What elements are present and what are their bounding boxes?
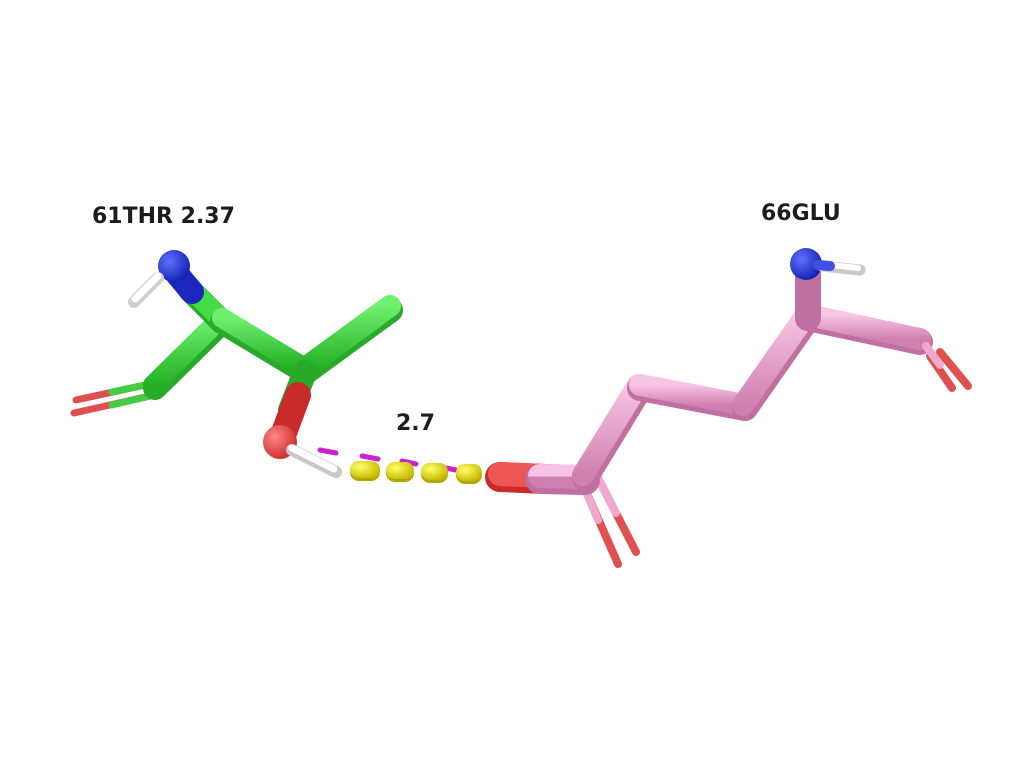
residue-label-glu66: 66GLU — [761, 201, 841, 226]
glu66-backbone-carbonyl — [922, 342, 972, 392]
hbond-yellow-dashes — [350, 461, 482, 484]
residue-label-thr61: 61THR 2.37 — [92, 204, 235, 229]
glu66-nitrogen-atom — [790, 248, 822, 280]
hbond-distance-label: 2.7 — [396, 411, 435, 436]
hydrogen-bond — [317, 447, 482, 484]
residue-glu66 — [485, 248, 972, 568]
residue-thr61 — [70, 250, 403, 478]
thr61-carbonyl-bond — [70, 380, 154, 417]
thr61-nitrogen-atom — [158, 250, 190, 282]
hbond-magenta-dashes — [317, 447, 459, 473]
